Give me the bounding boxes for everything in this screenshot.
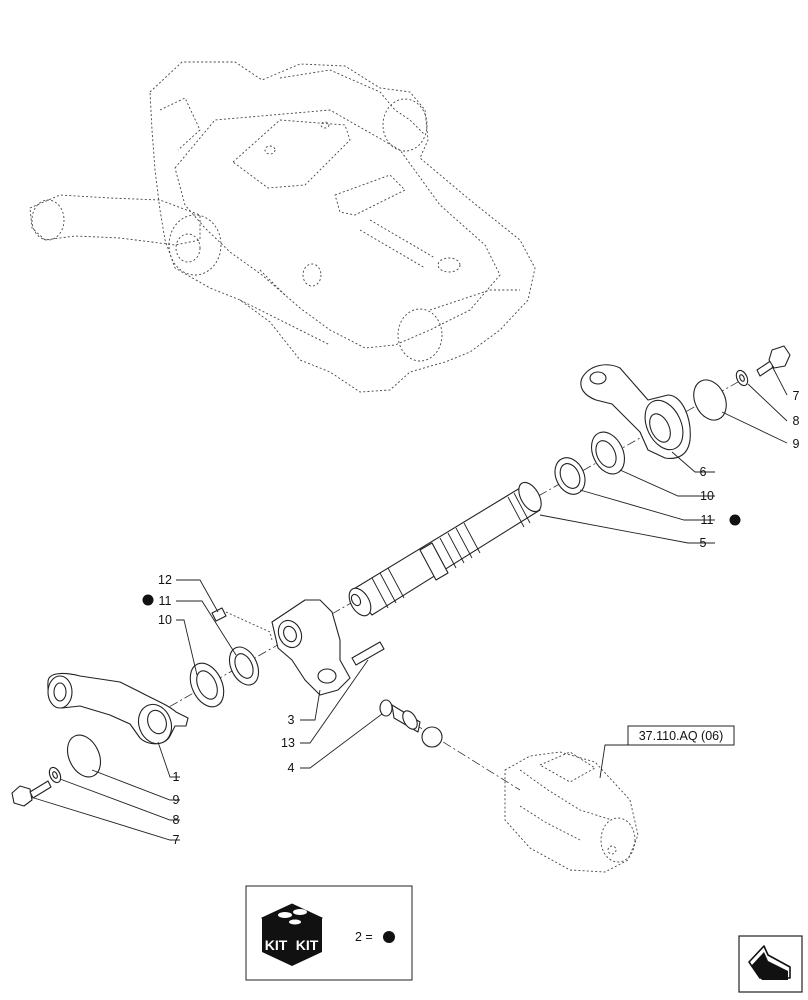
callout-4: 4 xyxy=(288,761,295,775)
link-rod-4 xyxy=(379,699,443,748)
kit-word-left: KIT xyxy=(265,937,288,953)
bolt-7-bottom xyxy=(11,780,52,807)
reference-label[interactable]: 37.110.AQ (06) xyxy=(639,729,724,743)
callout-6: 6 xyxy=(700,465,707,479)
lift-housing-ghost xyxy=(29,61,536,393)
washer-9-bottom xyxy=(66,734,102,778)
washer-8-bottom xyxy=(48,766,62,784)
callout-1: 1 xyxy=(173,770,180,784)
bolt-7-top xyxy=(756,345,791,377)
callout-7-top: 7 xyxy=(793,389,800,403)
bearing-11-lower xyxy=(228,646,260,686)
kit-marker-dot-top xyxy=(729,514,741,526)
callout-9-bottom: 9 xyxy=(173,793,180,807)
callout-11-top: 11 xyxy=(701,513,714,527)
arrow-navigation-icon[interactable] xyxy=(738,935,803,993)
cross-shaft-5 xyxy=(348,481,542,617)
kit-word-right: KIT xyxy=(296,937,319,953)
callout-10-left: 10 xyxy=(158,613,172,627)
washer-8-top xyxy=(735,369,749,387)
lift-arm-left xyxy=(47,672,189,745)
kit-marker-dot-left xyxy=(142,594,154,606)
callout-13: 13 xyxy=(281,736,295,750)
pin-12 xyxy=(211,607,273,641)
callout-10-top: 10 xyxy=(700,489,714,503)
callout-8-bottom: 8 xyxy=(173,813,180,827)
callout-8-top: 8 xyxy=(793,414,800,428)
reference-box[interactable]: 37.110.AQ (06) xyxy=(627,725,735,746)
washer-10-lower xyxy=(189,662,225,708)
washer-9-top xyxy=(693,379,727,421)
control-lever-3 xyxy=(271,599,385,696)
lift-arm-right xyxy=(580,364,691,459)
callout-12: 12 xyxy=(158,573,172,587)
callout-labels: 7 8 9 6 10 11 5 12 11 10 3 13 4 1 9 8 7 xyxy=(142,389,800,847)
kit-box-icon: KIT KIT xyxy=(260,903,324,966)
bearing-11-upper xyxy=(554,457,586,495)
filled-dot-icon xyxy=(383,931,395,943)
leader-lines xyxy=(33,365,788,841)
callout-3: 3 xyxy=(288,713,295,727)
kit-legend-box: KIT KIT 2 = xyxy=(245,885,413,981)
washer-10-upper xyxy=(590,431,626,475)
kit-legend-text: 2 = xyxy=(355,930,373,944)
callout-11-left: 11 xyxy=(159,594,172,608)
callout-9-top: 9 xyxy=(793,437,800,451)
lift-cylinder xyxy=(504,751,639,873)
callout-7-bottom: 7 xyxy=(173,833,180,847)
callout-5: 5 xyxy=(700,536,707,550)
